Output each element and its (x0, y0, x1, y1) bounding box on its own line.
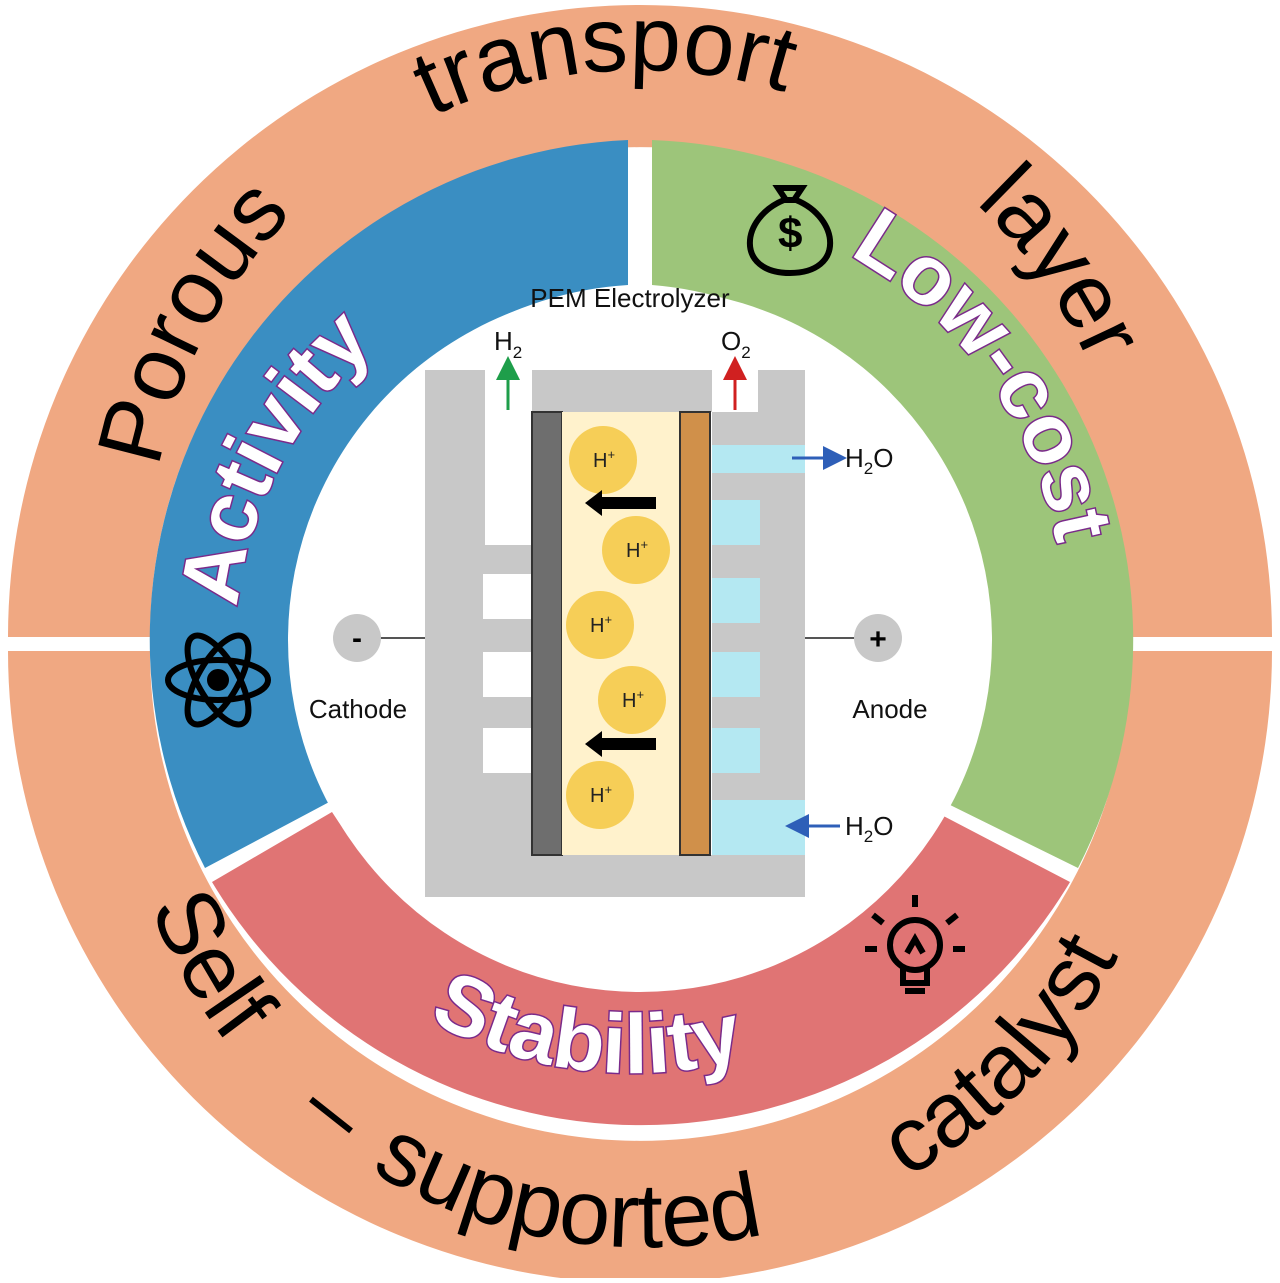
cell-title: PEM Electrolyzer (530, 283, 730, 313)
top-plate (532, 370, 712, 412)
proton: H+ (602, 516, 670, 584)
o2-label: O2 (721, 326, 751, 362)
anode-label: Anode (852, 694, 927, 724)
proton-label: H+ (590, 612, 612, 637)
water-in-label: H2O (845, 811, 893, 846)
anode-sign: + (869, 623, 887, 656)
proton-label: H+ (590, 782, 612, 807)
proton-arrow (585, 490, 656, 516)
anode-layer (679, 411, 711, 856)
pem-electrolyzer: PEM Electrolyzer H+ H+ H+ H+ H+ (309, 283, 928, 897)
proton-label: H+ (622, 687, 644, 712)
anode-terminal (854, 614, 902, 662)
cathode-channels (483, 574, 533, 773)
proton: H+ (566, 591, 634, 659)
stability-segment (212, 810, 1070, 1126)
bottom-plate (425, 855, 805, 897)
h2-label: H2 (494, 326, 522, 362)
outer-ring (8, 5, 1272, 1283)
water-out-label: H2O (845, 443, 893, 478)
proton-arrow (585, 731, 656, 757)
cathode-label: Cathode (309, 694, 407, 724)
protons: H+ H+ H+ H+ H+ (566, 426, 670, 829)
cathode-sign: - (352, 622, 362, 655)
outer-ring-top (8, 5, 1272, 637)
low-cost-segment (652, 140, 1134, 868)
cathode-layer (531, 411, 563, 856)
proton: H+ (598, 666, 666, 734)
money-bag-icon: $ (747, 185, 833, 277)
proton-label: H+ (593, 447, 615, 472)
proton: H+ (566, 761, 634, 829)
lightbulb-icon (865, 895, 965, 994)
cathode-terminal (333, 614, 381, 662)
anode-water-channels (712, 445, 805, 855)
proton-label: H+ (626, 537, 648, 562)
svg-text:$: $ (778, 209, 802, 258)
proton: H+ (569, 426, 637, 494)
outer-ring-bottom (8, 651, 1272, 1283)
